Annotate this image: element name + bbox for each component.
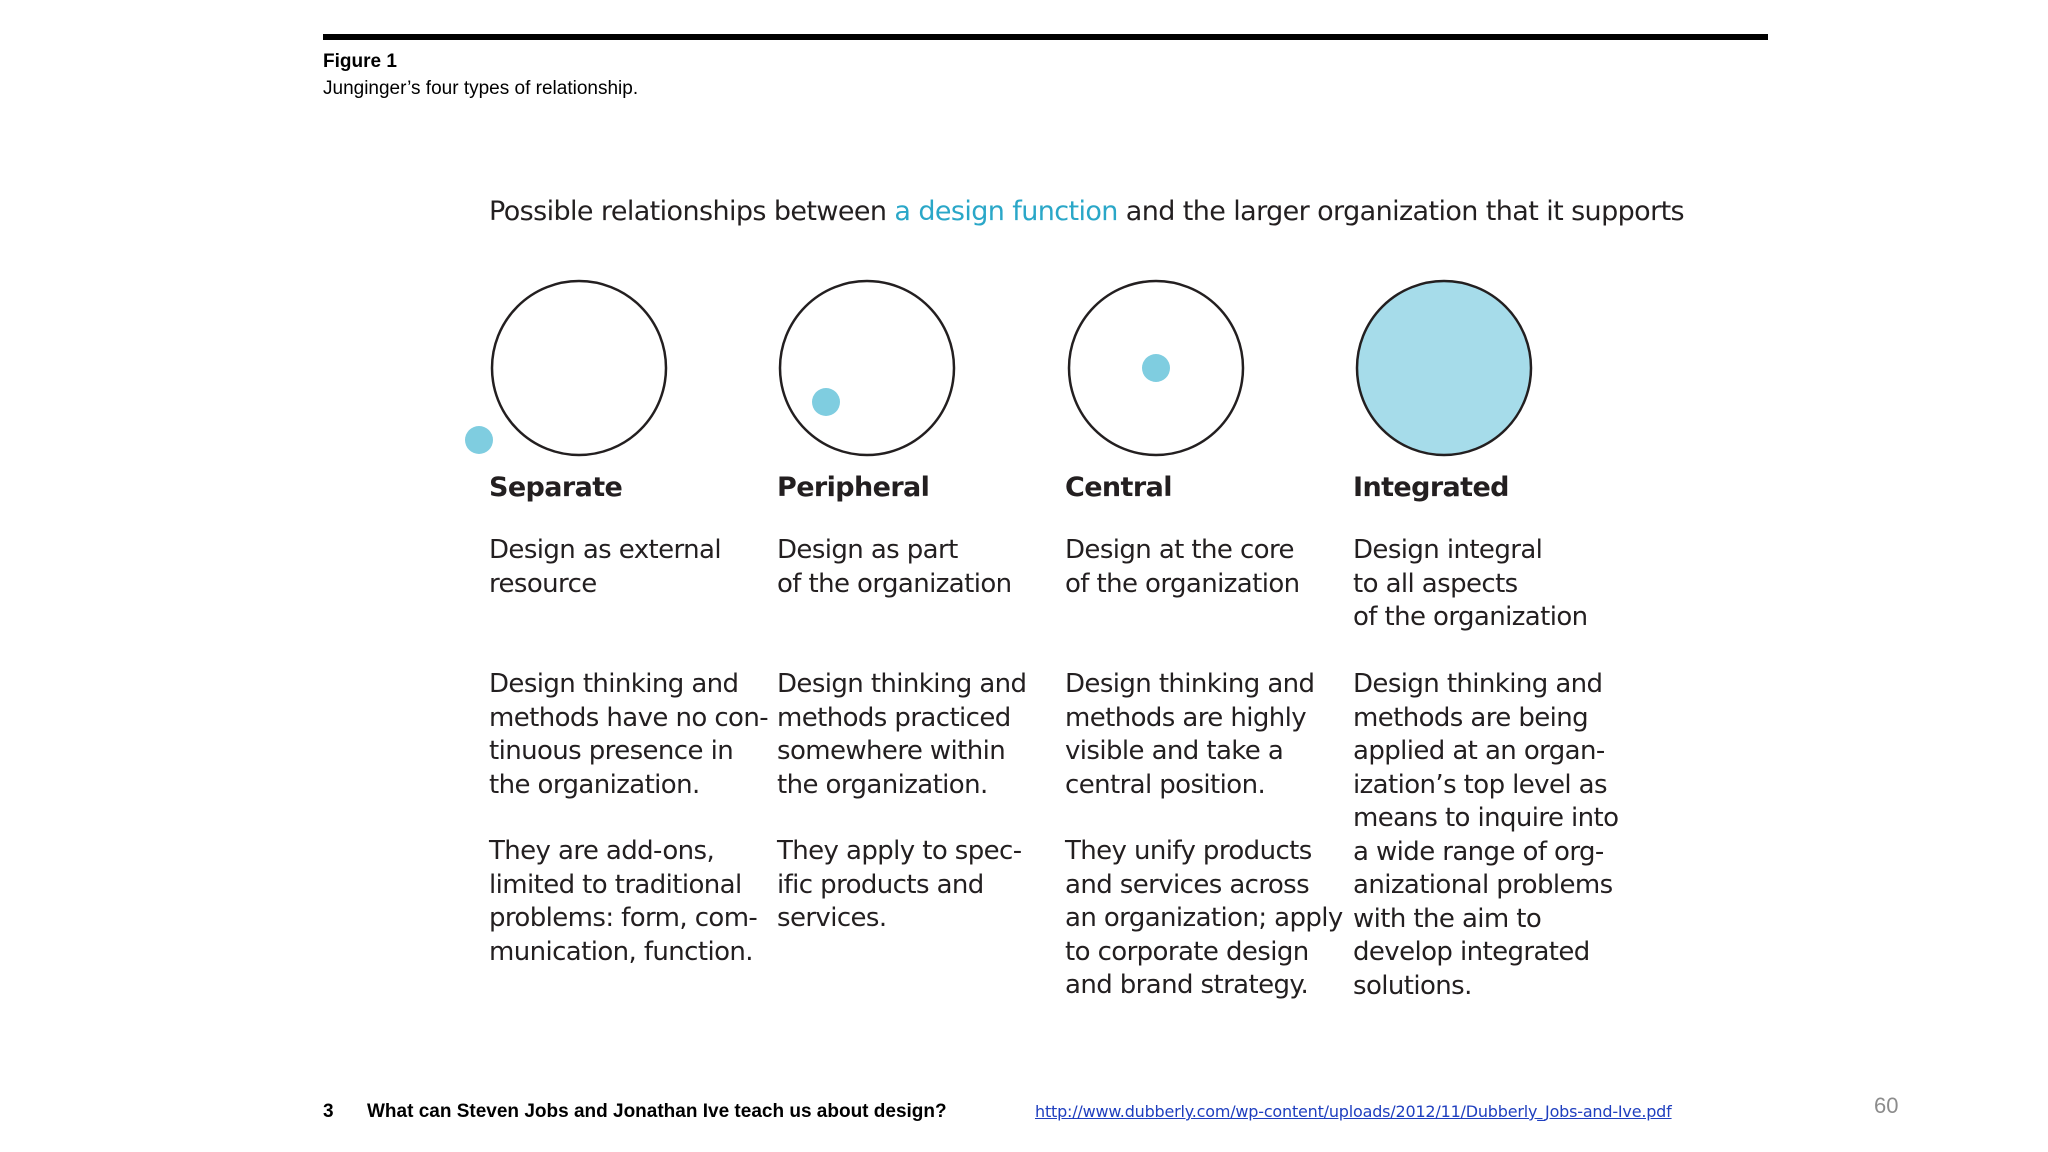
- diagram-title-highlight: a design function: [894, 196, 1118, 227]
- column-body: Design thinking and methods have no con-…: [489, 669, 769, 800]
- column-subtitle: Design integral to all aspects of the or…: [1353, 535, 1588, 632]
- diagram-title-end: and the larger organization that it supp…: [1117, 196, 1685, 227]
- figure-caption: Junginger’s four types of relationship.: [323, 78, 639, 99]
- central-design-dot: [1142, 354, 1170, 382]
- slide-number: 60: [1874, 1093, 1899, 1118]
- diagram-title: Possible relationships between a design …: [489, 196, 1685, 227]
- top-rule: [323, 34, 1768, 40]
- column-body-secondary: They are add-ons, limited to traditional…: [489, 836, 758, 967]
- column-integrated: Integrated Design integral to all aspect…: [1353, 468, 1643, 1036]
- peripheral-design-dot: [812, 388, 840, 416]
- footer-page-number: 3: [323, 1101, 334, 1122]
- column-heading: Integrated: [1353, 472, 1510, 503]
- footer-title: What can Steven Jobs and Jonathan Ive te…: [367, 1101, 947, 1122]
- figure-label: Figure 1: [323, 51, 397, 72]
- column-body-secondary: They unify products and services across …: [1065, 836, 1343, 1000]
- separate-organization-circle: [490, 279, 668, 457]
- column-subtitle: Design as external resource: [489, 535, 722, 599]
- column-subtitle: Design as part of the organization: [777, 535, 1012, 599]
- column-heading: Peripheral: [777, 472, 930, 503]
- column-body: Design thinking and methods are highly v…: [1065, 669, 1315, 800]
- column-body-secondary: They apply to spec- ific products and se…: [777, 836, 1022, 933]
- separate-design-dot: [465, 426, 493, 454]
- integrated-organization-circle: [1355, 279, 1533, 457]
- column-body: Design thinking and methods are being ap…: [1353, 669, 1619, 1001]
- column-heading: Separate: [489, 472, 623, 503]
- source-link[interactable]: http://www.dubberly.com/wp-content/uploa…: [1035, 1102, 1672, 1121]
- peripheral-organization-circle: [778, 279, 956, 457]
- central-organization-circle: [1067, 279, 1245, 457]
- column-heading: Central: [1065, 472, 1172, 503]
- column-separate: Separate Design as external resource Des…: [489, 468, 779, 1002]
- column-peripheral: Peripheral Design as part of the organiz…: [777, 468, 1067, 969]
- column-subtitle: Design at the core of the organization: [1065, 535, 1300, 599]
- column-body: Design thinking and methods practiced so…: [777, 669, 1027, 800]
- column-central: Central Design at the core of the organi…: [1065, 468, 1355, 1036]
- diagram-title-start: Possible relationships between: [489, 196, 895, 227]
